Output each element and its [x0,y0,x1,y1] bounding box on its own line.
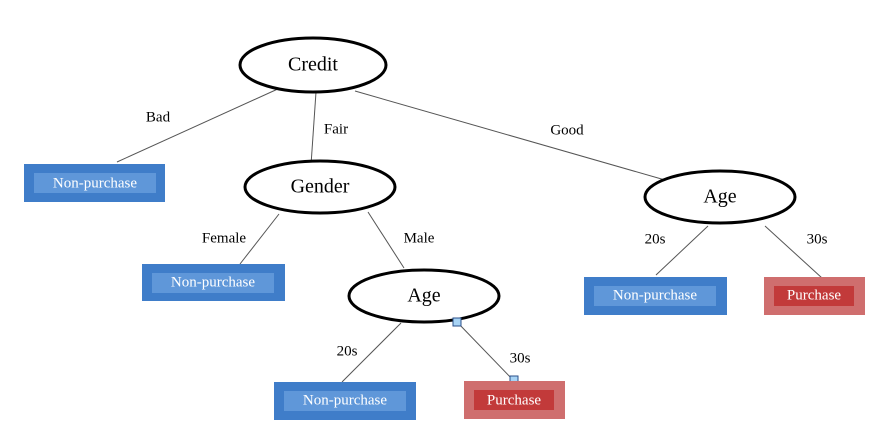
leaf-label-good-30s: Purchase [787,287,841,303]
leaf-good-30s-purchase[interactable]: Purchase [764,277,865,315]
leaf-label-bad: Non-purchase [53,175,137,191]
node-label-age-male: Age [407,285,440,307]
leaf-label-good-20s: Non-purchase [613,287,697,303]
edge-label-age-30s: 30s [510,350,531,366]
edge-label-fair: Fair [324,121,348,137]
edge-label-good: Good [550,122,584,138]
edge-label-male: Male [404,230,435,246]
node-label-age-good: Age [703,186,736,208]
edge-label-bad: Bad [146,109,171,125]
edge-credit-fair [310,91,317,166]
node-age-male[interactable]: Age [347,268,501,324]
node-label-credit: Credit [288,54,338,76]
edge-gender-female [239,213,280,265]
edge-credit-good [354,90,666,181]
leaf-label-male-30s: Purchase [487,392,541,408]
leaf-male-20s-non-purchase[interactable]: Non-purchase [274,382,416,420]
edge-gender-male [367,211,405,269]
node-gender[interactable]: Gender [243,159,397,215]
edge-label-age-good-20s: 20s [645,231,666,247]
node-credit[interactable]: Credit [238,36,388,94]
node-age-good[interactable]: Age [643,169,797,225]
leaf-label-male-20s: Non-purchase [303,392,387,408]
leaf-female-non-purchase[interactable]: Non-purchase [142,264,285,301]
edge-age-20s [341,322,402,383]
edge-label-age-good-30s: 30s [807,231,828,247]
edge-label-age-20s: 20s [337,343,358,359]
edge-age-good-20s [655,225,709,276]
edge-age-30s [456,321,515,382]
node-label-gender: Gender [291,176,350,198]
leaf-male-30s-purchase[interactable]: Purchase [464,381,565,419]
leaf-good-20s-non-purchase[interactable]: Non-purchase [584,277,727,315]
edge-label-female: Female [202,230,246,246]
connector-handle-start[interactable] [452,317,462,327]
leaf-label-female: Non-purchase [171,274,255,290]
leaf-bad-non-purchase[interactable]: Non-purchase [24,164,165,202]
edge-age-good-30s [764,225,823,279]
edge-credit-bad [116,87,281,163]
